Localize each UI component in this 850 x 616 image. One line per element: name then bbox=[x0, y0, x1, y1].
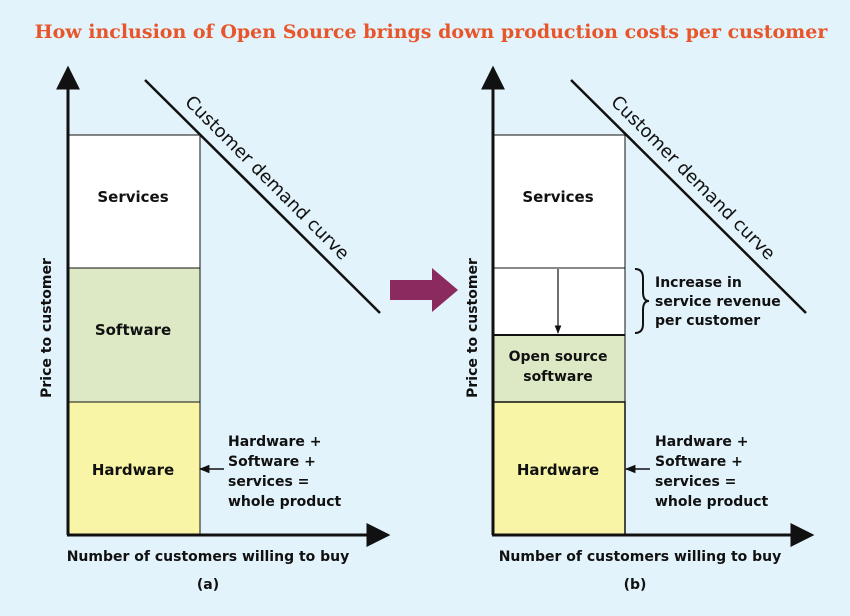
open-source-label-line-2: software bbox=[523, 369, 593, 385]
demand-curve bbox=[570, 79, 807, 314]
whole-product-line-1: Hardware + bbox=[228, 434, 321, 450]
services-label: Services bbox=[522, 188, 593, 206]
hardware-segment bbox=[492, 401, 626, 536]
brace-icon bbox=[634, 268, 650, 334]
panel-label-a: (a) bbox=[197, 577, 219, 593]
services-segment bbox=[492, 134, 626, 269]
demand-curve-label: Customer demand curve bbox=[180, 92, 353, 265]
whole-product-line-2: Software + bbox=[228, 454, 316, 470]
whole-product-line-2: Software + bbox=[655, 454, 743, 470]
whole-product-line-3: services = bbox=[655, 474, 736, 490]
whole-product-line-3: services = bbox=[228, 474, 309, 490]
services-segment bbox=[67, 134, 201, 269]
panel-label-b: (b) bbox=[624, 577, 647, 593]
hardware-label: Hardware bbox=[92, 461, 174, 479]
whole-product-line-4: whole product bbox=[228, 494, 342, 510]
diagram-title: How inclusion of Open Source brings down… bbox=[35, 21, 829, 43]
whole-product-line-4: whole product bbox=[655, 494, 769, 510]
panel-a: Services Software Hardware Price to cust… bbox=[39, 65, 391, 593]
increased-services-segment bbox=[492, 267, 626, 336]
increase-line-2: service revenue bbox=[655, 294, 781, 310]
increase-line-3: per customer bbox=[655, 313, 760, 329]
open-source-label-line-1: Open source bbox=[509, 349, 608, 365]
software-label: Software bbox=[95, 321, 171, 339]
whole-product-line-1: Hardware + bbox=[655, 434, 748, 450]
y-axis-label: Price to customer bbox=[39, 258, 55, 398]
services-label: Services bbox=[97, 188, 168, 206]
right-arrow-icon bbox=[390, 268, 458, 312]
hardware-segment bbox=[67, 401, 201, 536]
x-axis-label: Number of customers willing to buy bbox=[67, 549, 350, 565]
x-axis-label: Number of customers willing to buy bbox=[499, 549, 782, 565]
y-axis-label: Price to customer bbox=[465, 258, 481, 398]
increase-line-1: Increase in bbox=[655, 275, 742, 291]
software-segment bbox=[67, 267, 201, 403]
demand-curve-label: Customer demand curve bbox=[606, 92, 779, 265]
demand-curve bbox=[144, 79, 381, 314]
hardware-label: Hardware bbox=[517, 461, 599, 479]
panel-b: Services Open source software Hardware P… bbox=[465, 65, 815, 593]
